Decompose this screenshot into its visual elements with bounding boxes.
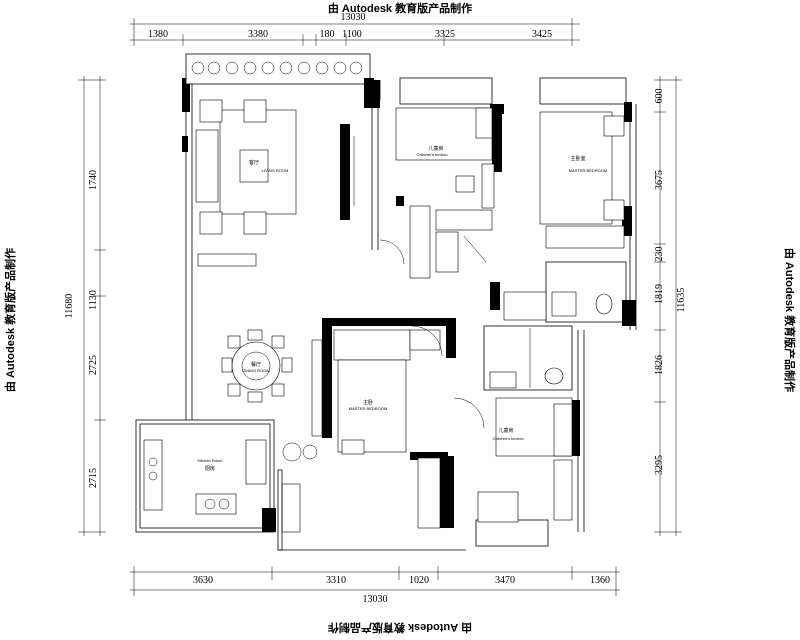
bathroom-top-right [503,261,627,323]
left-dim-2: 1130 [88,290,99,310]
kitchen-cn: 厨房 [205,465,215,472]
children-bottom-en: Children's bedroo [492,436,524,441]
right-dim-4: 1819 [654,284,665,304]
children-bottom-cn: 儿童房 [498,427,513,434]
top-dim-4: 1100 [342,29,362,40]
bathroom-center [483,325,573,391]
children-top-cn: 儿童房 [428,145,443,152]
children-top-en: Children's bedroo [416,152,448,157]
living-room-en: LIVING ROOM [262,168,289,173]
master-bedroom-center: 主卧 MASTER BEDROOM [333,325,443,455]
master-bedroom-top: 主卧室 MASTER BEDROOM [539,111,625,249]
bottom-total-dim: 13030 [363,594,388,605]
master-top-cn: 主卧室 [570,155,585,162]
right-dim-3: 230 [654,247,665,262]
left-total-dim: 11680 [64,294,75,319]
left-dim-3: 2725 [88,355,99,375]
top-dim-1: 1380 [148,29,168,40]
top-total-dim: 13030 [341,12,366,23]
dining-room-en: DINING ROOM [242,368,270,373]
master-center-en: MASTER BEDROOM [349,406,387,411]
bottom-dim-4: 3470 [495,575,515,586]
bottom-dim-5: 1360 [590,575,610,586]
left-dimensions: 11680 1740 1130 2725 2715 [64,76,106,536]
living-room: 客厅 LIVING ROOM [195,99,355,267]
right-dimensions: 600 3675 230 1819 1826 3295 11635 [654,76,687,536]
right-dim-5: 1826 [654,355,665,375]
dining-room-cn: 餐厅 [251,361,261,368]
top-dim-2: 3380 [248,29,268,40]
bottom-dim-2: 3310 [326,575,346,586]
watermark-right: 由 Autodesk 教育版产品制作 [783,248,797,392]
top-dim-3: 180 [320,29,335,40]
children-bedroom-top: 儿童房 Children's bedroo [379,107,495,279]
left-dim-1: 1740 [88,170,99,190]
dining-room: 餐厅 DINING ROOM [221,329,323,437]
top-dim-6: 3425 [532,29,552,40]
top-dimensions: 13030 1380 3380 180 1100 3325 3425 [130,12,580,46]
right-dim-2: 3675 [654,170,665,190]
master-top-en: MASTER BEDROOM [569,168,607,173]
watermark-top: 由 Autodesk 教育版产品制作 [328,1,472,15]
children-bedroom-bottom: 儿童房 Children's bedroo [417,397,573,529]
master-center-cn: 主卧 [363,399,373,406]
bottom-dim-3: 1020 [409,575,429,586]
watermark-bottom: 由 Autodesk 教育版产品制作 [328,621,472,635]
balcony-planters [191,61,363,75]
right-total-dim: 11635 [676,288,687,313]
kitchen-en: Kitchen Room [197,458,223,463]
watermark-left: 由 Autodesk 教育版产品制作 [3,248,17,392]
top-dim-5: 3325 [435,29,455,40]
bottom-dim-1: 3630 [193,575,213,586]
kitchen: Kitchen Room 厨房 [143,439,466,551]
living-room-cn: 客厅 [249,159,259,166]
right-dim-1: 600 [654,89,665,104]
exterior-walls [135,53,637,547]
left-dim-4: 2715 [88,468,99,488]
right-dim-6: 3295 [654,455,665,475]
bottom-dimensions: 3630 3310 1020 3470 1360 13030 [130,566,620,605]
